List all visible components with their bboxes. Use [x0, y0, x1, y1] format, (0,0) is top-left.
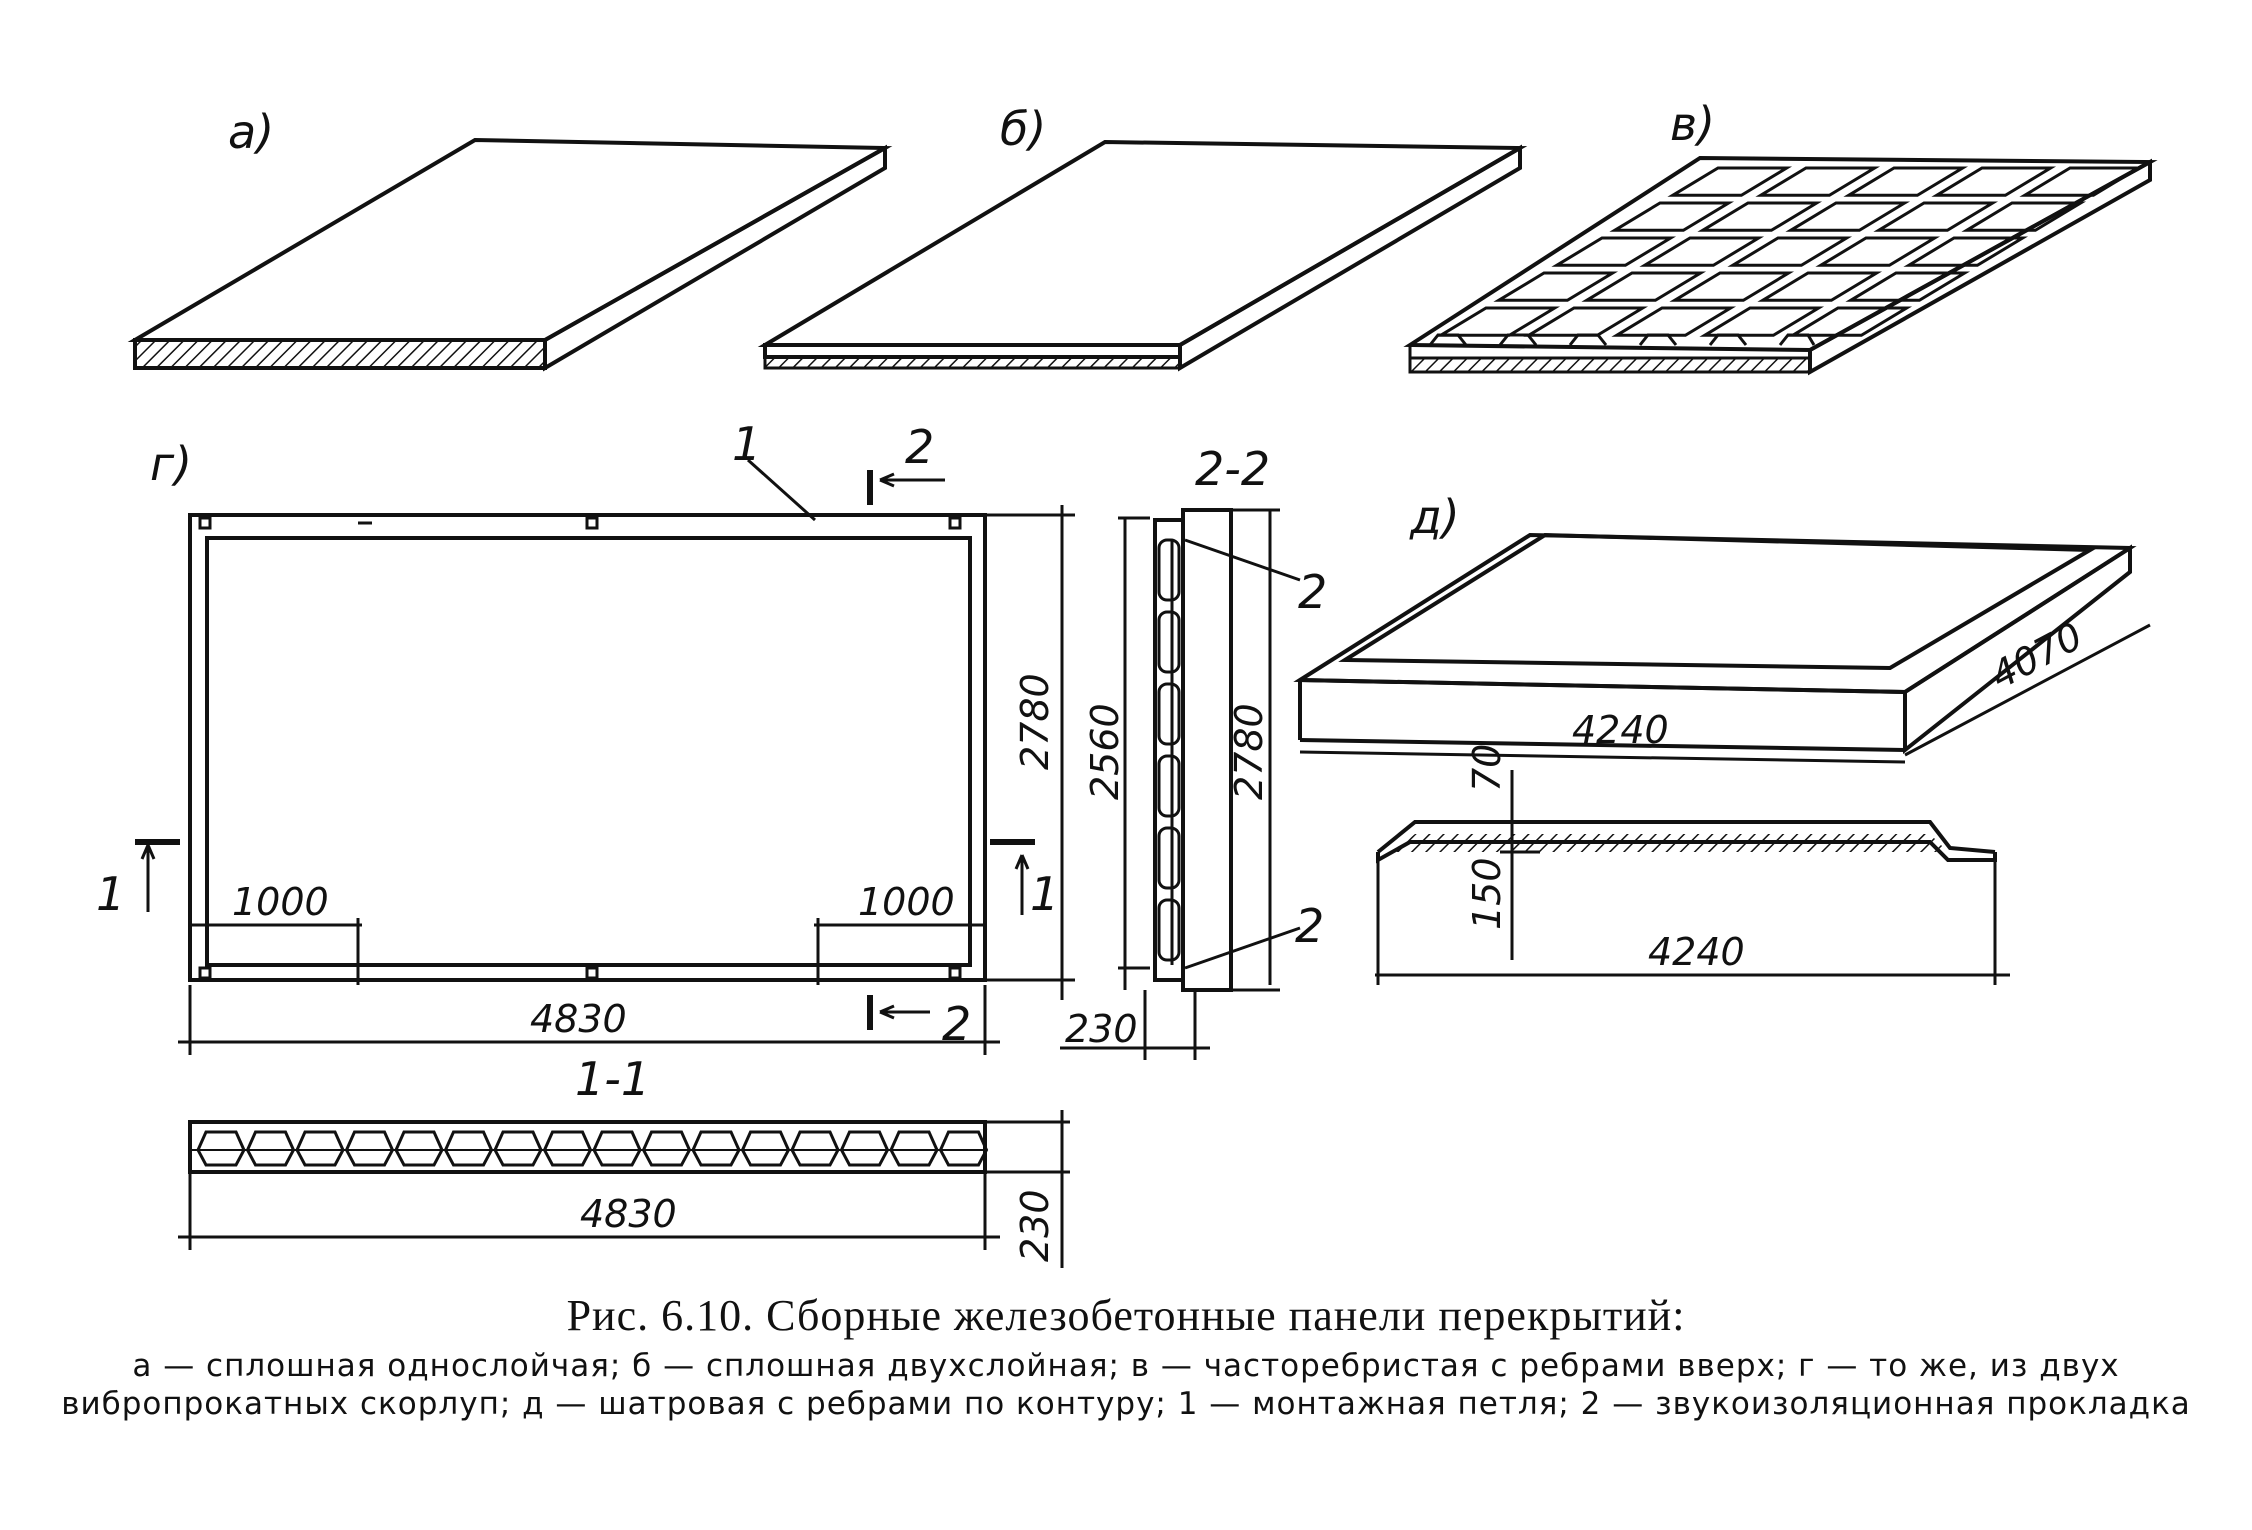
- section-void: [641, 1130, 692, 1167]
- rib-cell: [2019, 166, 2145, 197]
- panel-g-plan: [135, 458, 1075, 1055]
- section-void: [938, 1130, 989, 1167]
- panel-v-ribbed-slab: [1403, 155, 2158, 376]
- section-void: [1157, 682, 1181, 746]
- dim-d-length: 4240: [1572, 708, 1669, 752]
- label-a: а): [228, 105, 274, 159]
- label-section-1-1: 1-1: [575, 1052, 650, 1106]
- rib-cell: [1551, 236, 1677, 267]
- section-void: [1157, 898, 1181, 962]
- section-void: [196, 1130, 246, 1167]
- rib-cell: [1727, 236, 1853, 267]
- dim-s22-outer: 2780: [1227, 703, 1271, 800]
- rib-cell: [1843, 166, 1969, 197]
- section-void: [394, 1130, 444, 1167]
- dim-g-right-1000: 1000: [858, 880, 955, 924]
- label-b: б): [1000, 102, 1046, 156]
- dim-d-section-length: 4240: [1648, 930, 1745, 974]
- rib-cell: [1581, 271, 1707, 302]
- rib-cell: [1699, 306, 1825, 337]
- section-void: [740, 1130, 791, 1167]
- section-void: [790, 1130, 840, 1167]
- callout-pad-2-bottom: 2: [1295, 899, 1324, 953]
- dim-d-rib: 150: [1465, 857, 1509, 930]
- section-void: [295, 1130, 345, 1167]
- section-void: [592, 1130, 642, 1167]
- rib-cell: [1523, 306, 1649, 337]
- caption-title: Рис. 6.10. Сборные железобетонные панели…: [566, 1291, 1686, 1340]
- rib-cell: [1611, 306, 1737, 337]
- dim-g-height: 2780: [1013, 673, 1057, 770]
- section-2-2-voids: [1157, 538, 1181, 962]
- dim-s11-length: 4830: [580, 1192, 677, 1236]
- rib-cell: [1787, 306, 1913, 337]
- panel-a-solid-slab: [127, 137, 893, 372]
- rib-cell: [1435, 306, 1561, 337]
- section-void: [839, 1130, 890, 1167]
- rib-cell: [1697, 201, 1823, 232]
- rib-cell: [1815, 236, 1941, 267]
- rib-cell: [1639, 236, 1765, 267]
- section-mark-2-bottom: 2: [942, 997, 971, 1051]
- section-void: [1157, 610, 1181, 674]
- rib-cell: [1931, 166, 2057, 197]
- section-void: [443, 1130, 494, 1167]
- label-section-2-2: 2-2: [1195, 442, 1270, 496]
- section-void: [889, 1130, 939, 1167]
- dim-s11-thickness: 230: [1013, 1189, 1057, 1262]
- rib-cell: [1785, 201, 1911, 232]
- rib-cell: [1755, 166, 1881, 197]
- rib-cell: [1903, 236, 2029, 267]
- section-void: [691, 1130, 741, 1167]
- rib-cell: [1669, 271, 1795, 302]
- section-void: [344, 1130, 395, 1167]
- dim-s22-thickness: 230: [1065, 1007, 1138, 1051]
- rib-cell: [1609, 201, 1735, 232]
- section-void: [493, 1130, 543, 1167]
- section-1-1: [178, 1110, 1070, 1268]
- rib-cell: [1845, 271, 1971, 302]
- panel-d-tent-slab: [1293, 532, 2151, 985]
- rib-cell: [1493, 271, 1619, 302]
- section-void: [1157, 538, 1181, 602]
- figure-caption: Рис. 6.10. Сборные железобетонные панели…: [0, 1290, 2252, 1423]
- callout-loop-1: 1: [732, 417, 761, 471]
- section-2-2: [1060, 508, 1301, 1060]
- section-mark-2-top: 2: [905, 420, 934, 474]
- callout-pad-2-top: 2: [1298, 565, 1327, 619]
- label-d: д): [1409, 490, 1460, 544]
- panel-b-two-layer-slab: [757, 139, 1528, 372]
- caption-description: а — сплошная однослойчая; б — сплошная д…: [61, 1348, 2191, 1422]
- dim-g-length: 4830: [530, 997, 627, 1041]
- section-void: [1157, 826, 1181, 890]
- section-mark-1-right: 1: [1030, 867, 1059, 921]
- section-mark-1-left: 1: [96, 867, 125, 921]
- rib-cell: [1873, 201, 1999, 232]
- dim-s22-inner: 2560: [1083, 703, 1127, 800]
- dim-d-top: 70: [1465, 744, 1509, 792]
- dim-g-left-1000: 1000: [232, 880, 329, 924]
- label-g: г): [150, 437, 192, 491]
- rib-cell: [1961, 201, 2087, 232]
- section-1-1-voids: [196, 1130, 989, 1167]
- rib-cell: [1757, 271, 1883, 302]
- rib-cell: [1667, 166, 1793, 197]
- section-void: [542, 1130, 593, 1167]
- section-void: [245, 1130, 296, 1167]
- label-v: в): [1670, 97, 1715, 151]
- section-void: [1157, 754, 1181, 818]
- rib-cells: [1435, 166, 2145, 337]
